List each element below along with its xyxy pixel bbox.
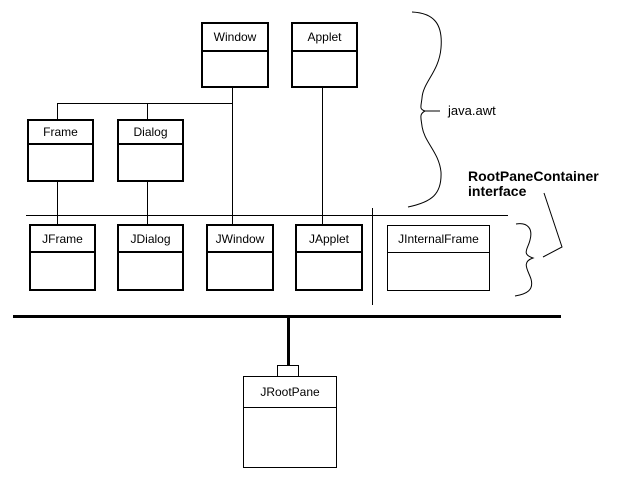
class-box-window: Window	[201, 22, 269, 88]
class-box-jframe: JFrame	[29, 224, 96, 291]
java-awt-brace	[407, 11, 442, 208]
class-box-jwindow: JWindow	[206, 224, 274, 291]
package-label-java-awt: java.awt	[448, 103, 496, 118]
interface-label: RootPaneContainer interface	[468, 169, 599, 199]
class-name-jframe: JFrame	[31, 226, 94, 253]
class-name-jdialog: JDialog	[119, 226, 182, 253]
class-name-jinternalframe: JInternalFrame	[388, 226, 489, 253]
class-name-japplet: JApplet	[297, 226, 361, 253]
jinternalframe-separator-line	[372, 208, 373, 305]
interface-brace	[514, 223, 535, 297]
class-name-applet: Applet	[293, 24, 356, 52]
awt-swing-boundary-line	[26, 215, 508, 216]
class-name-jrootpane: JRootPane	[244, 377, 336, 408]
class-name-frame: Frame	[29, 121, 92, 145]
connector-applet-to-japplet	[322, 88, 323, 224]
class-box-japplet: JApplet	[295, 224, 363, 291]
class-name-jwindow: JWindow	[208, 226, 272, 253]
class-box-frame: Frame	[27, 119, 94, 182]
class-box-dialog: Dialog	[117, 119, 184, 182]
class-box-applet: Applet	[291, 22, 358, 88]
connector-branch-to-frame	[57, 103, 58, 119]
connector-branch-to-dialog	[147, 103, 148, 119]
interface-label-line1: RootPaneContainer	[468, 168, 599, 184]
rootpane-stem-line	[287, 318, 290, 366]
connector-dialog-to-jdialog	[147, 182, 148, 224]
connector-branch-window-subclasses	[57, 103, 233, 104]
connector-frame-to-jframe	[57, 182, 58, 224]
class-name-dialog: Dialog	[119, 121, 182, 145]
interface-pointer-line	[542, 192, 563, 258]
class-box-jrootpane: JRootPane	[243, 376, 337, 468]
connector-window-to-jwindow	[232, 88, 233, 224]
class-box-jinternalframe: JInternalFrame	[387, 225, 490, 291]
class-box-jdialog: JDialog	[117, 224, 184, 291]
rootpane-divider-line	[13, 315, 561, 318]
interface-label-line2: interface	[468, 183, 527, 199]
class-name-window: Window	[203, 24, 267, 52]
